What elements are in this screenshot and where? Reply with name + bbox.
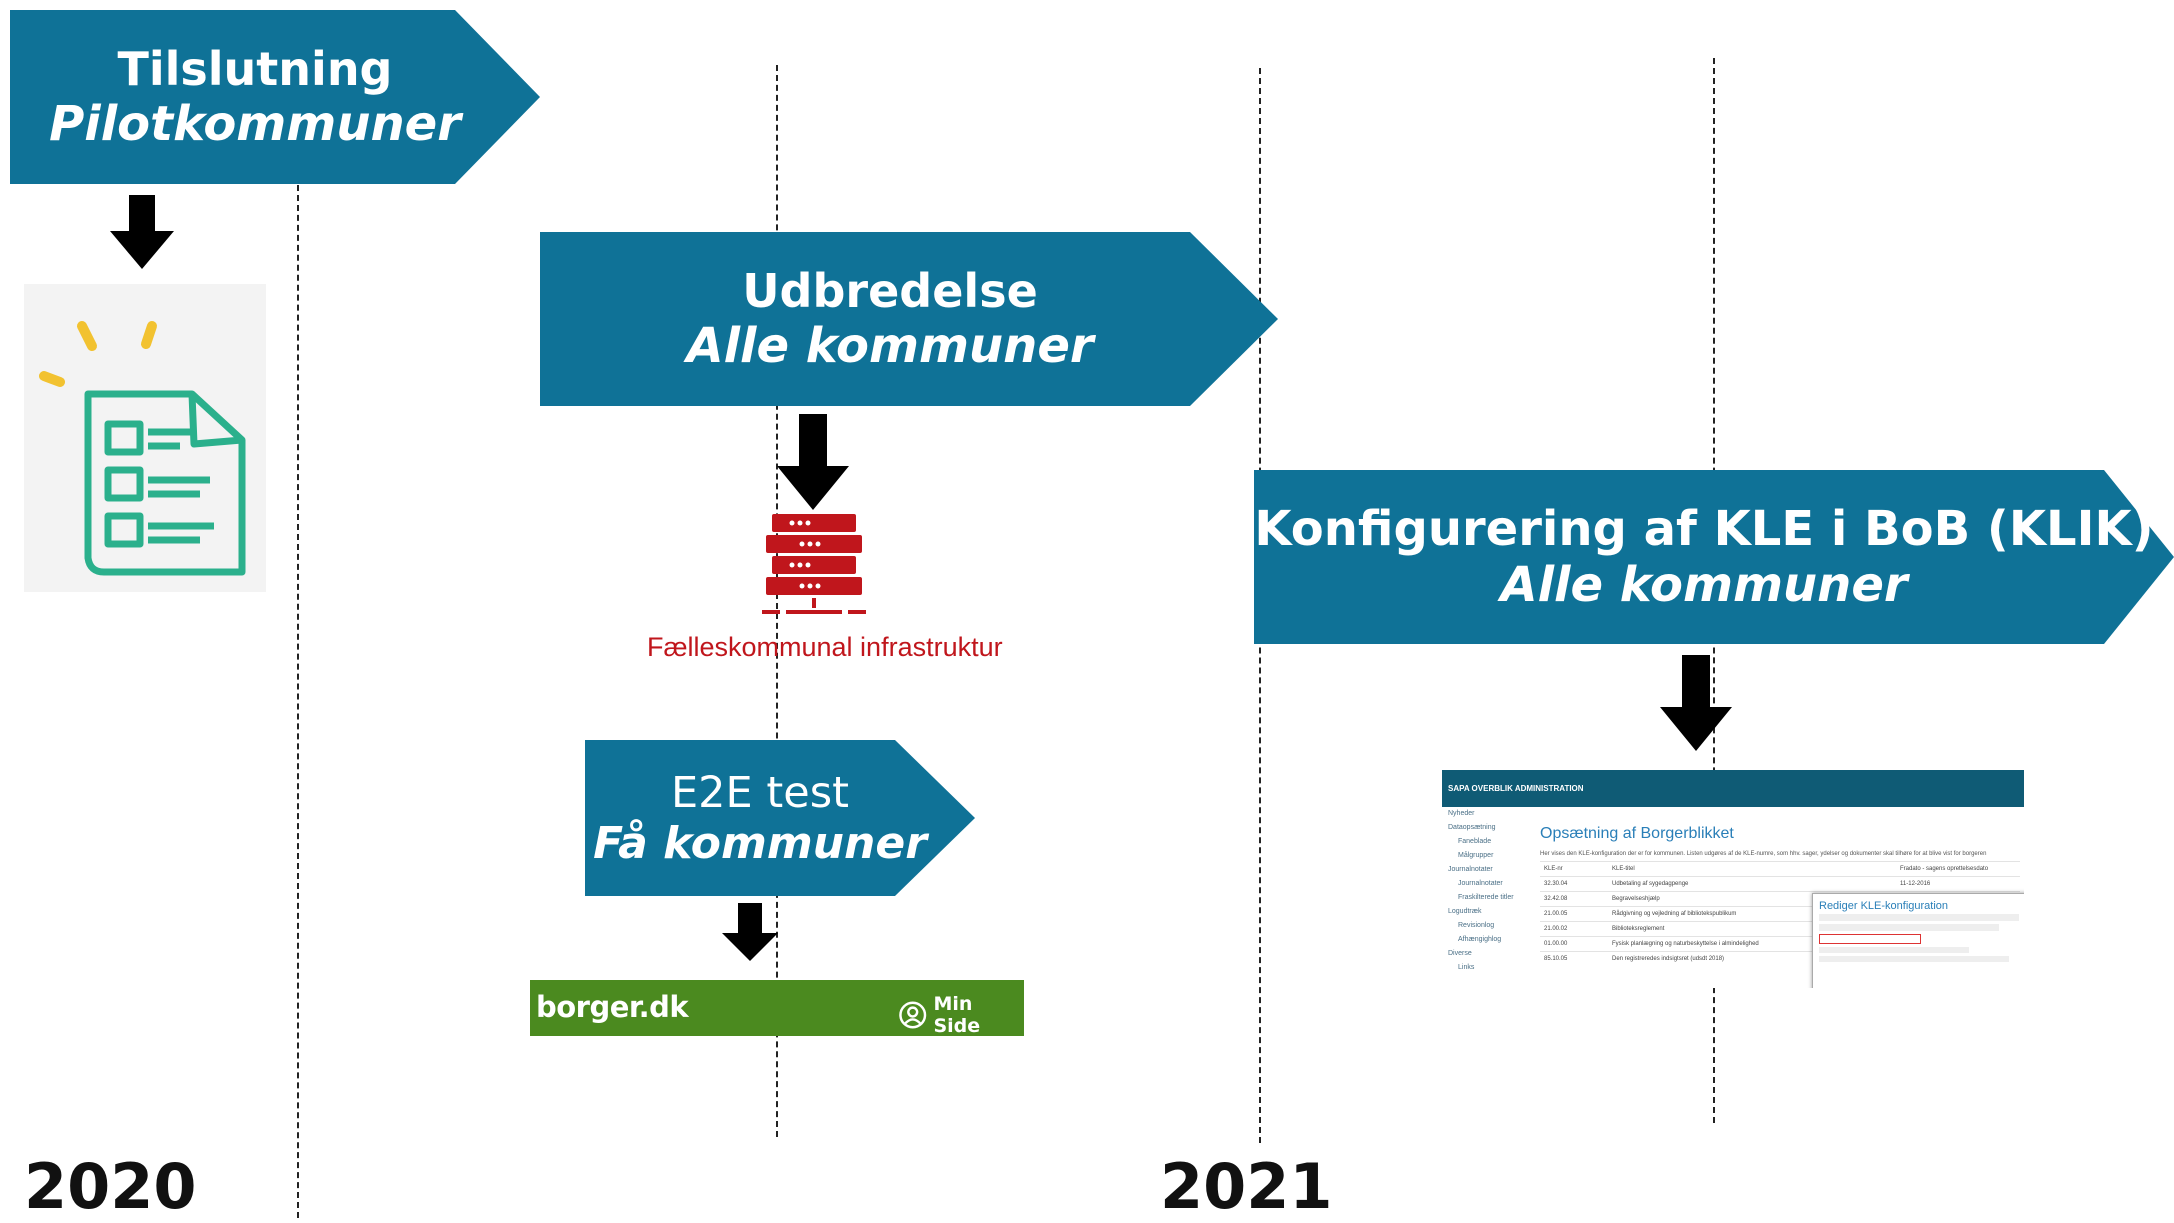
table-cell: 32.42.08 [1540,891,1608,907]
chevron-shape [10,10,540,184]
down-arrow-icon [110,195,174,269]
edit-kle-modal[interactable]: Rediger KLE-konfiguration [1812,893,2024,988]
server-icon [762,514,866,614]
table-cell: 01.00.00 [1540,936,1608,952]
phase-title: Konfigurering af KLE i BoB (KLIK) [1254,501,2154,557]
modal-title: Rediger KLE-konfiguration [1819,900,1949,912]
table-cell: 21.00.05 [1540,906,1608,922]
checklist-icon [39,321,246,576]
screenshot-header: SAPA OVERBLIK ADMINISTRATION [1442,770,2024,807]
screenshot-title: Opsætning af Borgerblikket [1540,825,1734,842]
timeline-marker-1 [297,185,299,1218]
phase-title: Udbredelse [742,264,1038,318]
sidebar-item[interactable]: Nyheder [1448,810,1475,817]
year-label-start: 2020 [24,1150,197,1223]
down-arrow-icon [1660,655,1732,751]
phase-title: E2E test [671,767,849,818]
min-side-link[interactable]: Min Side [898,993,1024,1037]
user-circle-icon [899,1001,927,1029]
modal-body [1813,914,2024,931]
column-header[interactable]: Fradato - sagens oprettelsesdato [1896,861,2020,877]
sidebar-item[interactable]: Diverse [1448,950,1472,957]
column-header[interactable]: KLE-nr [1540,861,1608,877]
min-side-label: Min Side [933,993,981,1037]
down-arrow-icon [777,414,849,510]
borger-dk-bar: borger.dk Min Side [530,980,1024,1037]
sidebar-item[interactable]: Revisionlog [1458,922,1495,929]
phase-subtitle: Pilotkommuner [49,96,461,152]
sidebar-item[interactable]: Logudtræk [1448,908,1482,915]
kle-table: KLE-nr KLE-titel Fradato - sagens oprett… [1540,861,2020,966]
chevron-shape [1254,470,2174,644]
table-header-row: KLE-nr KLE-titel Fradato - sagens oprett… [1540,861,2020,877]
screenshot-intro: Her vises den KLE-konfiguration der er f… [1540,851,1987,857]
sidebar-item[interactable]: Målgrupper [1458,852,1494,859]
sidebar-item[interactable]: Faneblade [1458,838,1492,845]
table-cell: 32.30.04 [1540,876,1608,892]
sidebar-item[interactable]: Dataopsætning [1448,824,1496,831]
phase-chevron-pilot: Tilslutning Pilotkommuner [10,10,540,184]
sidebar-item[interactable]: Links [1458,964,1475,971]
sidebar-item[interactable]: Journalnotater [1448,866,1493,873]
chevron-shape [540,232,1278,406]
modal-highlight [1819,934,1921,944]
timeline-marker-2 [776,65,778,1137]
phase-title: Tilslutning [117,42,393,96]
table-cell: Udbetaling af sygedagpenge [1608,876,1896,892]
phase-subtitle: Få kommuner [593,817,927,869]
screenshot-sidebar: Nyheder Dataopsætning Faneblade Målgrupp… [1442,807,1537,988]
down-arrow-icon [722,903,778,961]
sidebar-item[interactable]: Fraskilterede titler [1458,894,1514,901]
sidebar-item[interactable]: Journalnotater [1458,880,1503,887]
checklist-panel [24,284,266,592]
phase-chevron-e2e: E2E test Få kommuner [585,740,975,896]
table-row[interactable]: 32.30.04 Udbetaling af sygedagpenge 11-1… [1540,876,2020,892]
phase-chevron-config: Konfigurering af KLE i BoB (KLIK) Alle k… [1254,470,2174,644]
column-header[interactable]: KLE-titel [1608,861,1896,877]
phase-subtitle: Alle kommuner [1500,557,1908,613]
table-cell: 11-12-2016 [1896,876,2020,892]
phase-subtitle: Alle kommuner [686,318,1094,374]
year-label-mid: 2021 [1160,1150,1333,1223]
sidebar-item[interactable]: Afhængighlog [1458,936,1502,943]
screenshot-main: Opsætning af Borgerblikket Her vises den… [1540,807,2024,988]
borger-dk-logo: borger.dk [536,990,689,1024]
phase-chevron-rollout: Udbredelse Alle kommuner [540,232,1278,406]
table-cell: 85.10.05 [1540,951,1608,966]
sapa-admin-screenshot: SAPA OVERBLIK ADMINISTRATION Nyheder Dat… [1442,770,2024,988]
infrastructure-label: Fælleskommunal infrastruktur [647,632,1003,662]
chevron-shape [585,740,975,896]
table-cell: 21.00.02 [1540,921,1608,937]
modal-footer [1813,947,2024,962]
